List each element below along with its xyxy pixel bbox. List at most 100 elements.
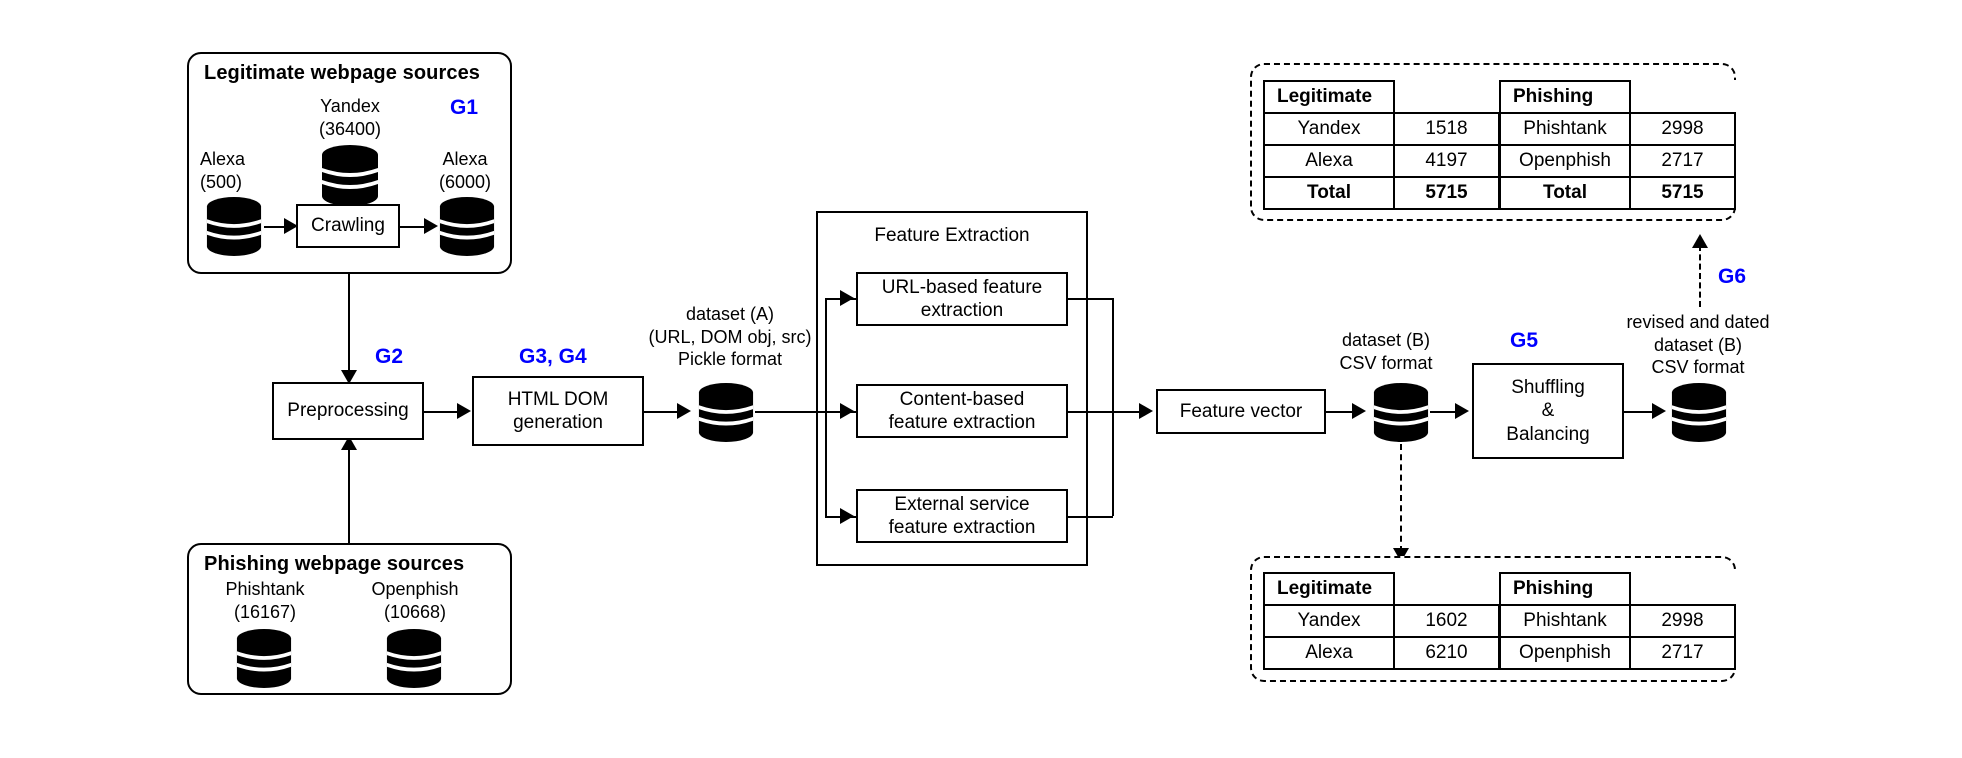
revised-line-2: dataset (B) xyxy=(1653,334,1743,355)
connector-bus-to-content-block xyxy=(825,411,883,413)
shuffling-balancing-step: Shuffling & Balancing xyxy=(1472,363,1624,459)
arrowhead-preprocessing-to-htmldom xyxy=(457,403,471,419)
connector-revised-to-top-tables xyxy=(1699,245,1701,307)
preprocessing-label: Preprocessing xyxy=(287,400,409,422)
bottom-phish-row-1-value: 2717 xyxy=(1629,636,1736,670)
dataset-a-database-icon xyxy=(697,382,755,442)
phishtank-name: Phishtank xyxy=(225,579,305,599)
bottom-phish-row-0-name: Phishtank xyxy=(1499,604,1631,638)
legitimate-sources-title: Legitimate webpage sources xyxy=(204,62,481,84)
top-legit-row-0-name: Yandex xyxy=(1263,112,1395,146)
connector-feature-vector-to-dataset-b xyxy=(1326,411,1356,413)
arrowhead-shuffling-to-revised-dataset xyxy=(1652,403,1666,419)
table-row: Openphish 2717 xyxy=(1499,636,1736,670)
dataset-b-line-1: dataset (B) xyxy=(1341,330,1431,350)
alexa-input-label: Alexa (500) xyxy=(200,148,290,193)
table-row: Phishtank 2998 xyxy=(1499,604,1736,638)
connector-content-block-out xyxy=(1068,411,1113,413)
top-legitimate-table: Legitimate Yandex 1518 Alexa 4197 Total … xyxy=(1263,80,1500,210)
connector-url-block-out xyxy=(1068,298,1113,300)
connector-preprocessing-to-htmldom xyxy=(424,411,462,413)
top-phish-row-1-name: Openphish xyxy=(1499,144,1631,178)
table-row: Phishtank 2998 xyxy=(1499,112,1736,146)
connector-external-block-out xyxy=(1068,516,1113,518)
bottom-legit-row-0-name: Yandex xyxy=(1263,604,1395,638)
revised-dataset-caption: revised and dated dataset (B) CSV format xyxy=(1590,311,1806,379)
bottom-phish-header-blank xyxy=(1630,573,1735,605)
group-label-g5: G5 xyxy=(1510,329,1539,352)
table-row: Alexa 4197 xyxy=(1263,144,1500,178)
dataset-a-line-2: (URL, DOM obj, src) xyxy=(648,326,812,347)
openphish-database-icon xyxy=(385,628,443,688)
external-block-line-2: feature extraction xyxy=(888,517,1036,538)
top-phish-header-blank xyxy=(1630,81,1735,113)
shuffling-line-2: & xyxy=(1541,400,1555,422)
html-dom-generation-label: HTML DOM generation xyxy=(508,388,609,434)
dataset-b-line-2: CSV format xyxy=(1339,352,1433,373)
shuffling-line-3: Balancing xyxy=(1506,423,1590,445)
phishtank-count: (16167) xyxy=(233,601,297,622)
connector-dataset-a-stem xyxy=(755,411,825,413)
top-legit-total-value: 5715 xyxy=(1393,176,1500,210)
connector-crawling-to-alexa-out xyxy=(400,226,428,228)
group-label-g1: G1 xyxy=(450,96,479,119)
external-service-feature-extraction-block: External service feature extraction xyxy=(856,489,1068,543)
dataset-a-caption: dataset (A) (URL, DOM obj, src) Pickle f… xyxy=(620,303,840,371)
bottom-legit-row-0-value: 1602 xyxy=(1393,604,1500,638)
alexa-input-count: (500) xyxy=(200,171,243,192)
connector-feature-merge-bus xyxy=(1112,298,1114,516)
yandex-source-label: Yandex (36400) xyxy=(290,95,410,140)
connector-shuffling-to-revised-dataset xyxy=(1624,411,1656,413)
dataset-a-line-1: dataset (A) xyxy=(685,304,775,324)
dataset-b-database-icon xyxy=(1372,382,1430,442)
table-row: Phishing xyxy=(1499,572,1735,606)
content-block-line-1: Content-based xyxy=(899,388,1025,410)
yandex-database-icon xyxy=(320,144,380,206)
group-label-g6: G6 xyxy=(1718,265,1747,288)
crawling-label: Crawling xyxy=(311,215,385,237)
group-label-g2: G2 xyxy=(375,345,404,368)
top-phish-header: Phishing xyxy=(1499,80,1631,114)
connector-dataset-b-to-shuffling xyxy=(1430,411,1460,413)
yandex-name: Yandex xyxy=(320,96,380,116)
top-phishing-table: Phishing Phishtank 2998 Openphish 2717 T… xyxy=(1499,80,1736,210)
bottom-phish-row-0-value: 2998 xyxy=(1629,604,1736,638)
top-phish-row-1-value: 2717 xyxy=(1629,144,1736,178)
html-dom-line-2: generation xyxy=(513,412,603,433)
alexa-input-name: Alexa xyxy=(200,149,246,169)
bottom-phishing-table: Phishing Phishtank 2998 Openphish 2717 xyxy=(1499,572,1736,670)
table-row: Legitimate xyxy=(1263,572,1499,606)
arrowhead-legit-to-preprocessing xyxy=(341,370,357,384)
table-row: Legitimate xyxy=(1263,80,1499,114)
phishtank-database-icon xyxy=(235,628,293,688)
connector-bus-to-url-block xyxy=(825,298,883,300)
bottom-phish-row-1-name: Openphish xyxy=(1499,636,1631,670)
arrowhead-alexa-to-crawling xyxy=(284,218,298,234)
top-legit-row-0-value: 1518 xyxy=(1393,112,1500,146)
revised-line-1: revised and dated xyxy=(1626,312,1770,332)
revised-dataset-b-database-icon xyxy=(1670,382,1728,442)
arrowhead-crawling-to-alexa-out xyxy=(424,218,438,234)
table-row: Total 5715 xyxy=(1499,176,1736,210)
table-row: Yandex 1602 xyxy=(1263,604,1500,638)
shuffling-balancing-label: Shuffling & Balancing xyxy=(1506,376,1589,446)
phishtank-source-label: Phishtank (16167) xyxy=(210,578,320,623)
bottom-legit-header: Legitimate xyxy=(1263,572,1395,606)
url-block-line-2: extraction xyxy=(920,300,1004,321)
alexa-input-database-icon xyxy=(205,196,263,256)
bottom-legitimate-table: Legitimate Yandex 1602 Alexa 6210 xyxy=(1263,572,1500,670)
content-block-line-2: feature extraction xyxy=(888,412,1036,433)
connector-bus-to-external-block xyxy=(825,516,883,518)
arrowhead-dataset-b-to-shuffling xyxy=(1455,403,1469,419)
alexa-output-name: Alexa xyxy=(442,149,488,169)
shuffling-line-1: Shuffling xyxy=(1511,377,1585,399)
arrowhead-revised-to-top-tables xyxy=(1692,234,1708,248)
phishing-sources-title: Phishing webpage sources xyxy=(204,553,465,575)
url-based-feature-extraction-block: URL-based feature extraction xyxy=(856,272,1068,326)
connector-alexa-to-crawling xyxy=(264,226,286,228)
content-block-label: Content-based feature extraction xyxy=(889,388,1036,434)
top-legit-header: Legitimate xyxy=(1263,80,1395,114)
html-dom-generation-step: HTML DOM generation xyxy=(472,376,644,446)
arrowhead-merge-to-feature-vector xyxy=(1139,403,1153,419)
